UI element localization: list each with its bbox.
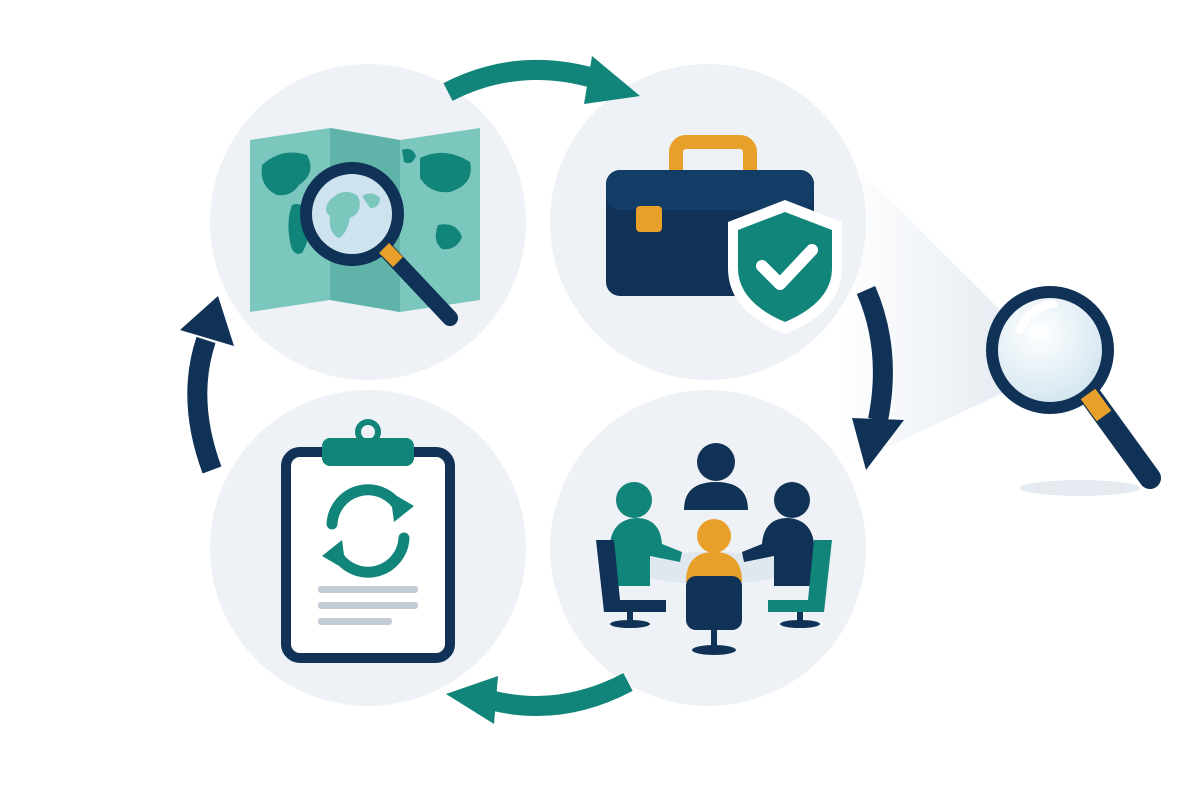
arrow-collaborate-to-update <box>446 673 633 724</box>
magnifying-glass-icon <box>986 286 1161 496</box>
team-meeting-icon <box>596 443 832 655</box>
clipboard-refresh-icon <box>281 419 455 663</box>
briefcase-shield-icon <box>606 135 842 334</box>
arrow-protect-to-collaborate <box>852 286 904 470</box>
arrow-update-to-explore <box>180 296 234 474</box>
arrow-explore-to-protect <box>443 56 640 104</box>
world-map-magnifier-icon <box>250 128 480 326</box>
